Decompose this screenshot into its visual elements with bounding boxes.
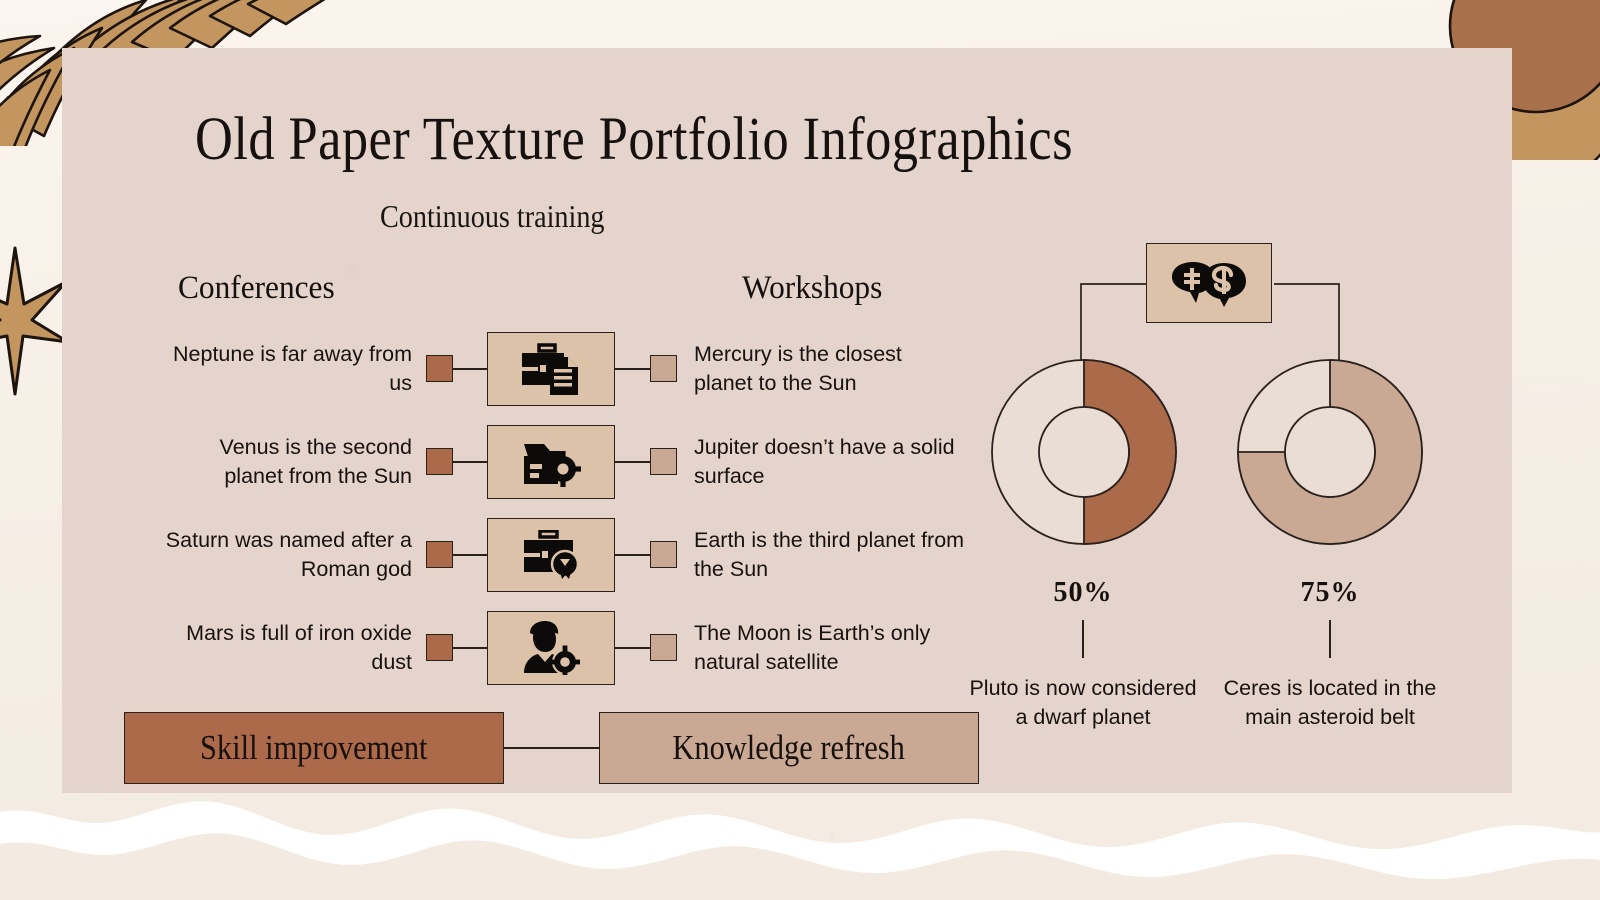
donut-tick-50 xyxy=(1082,620,1084,658)
row-icon-box[interactable] xyxy=(487,518,615,592)
folder-gear-icon xyxy=(524,444,581,487)
row-left-marker[interactable] xyxy=(426,355,453,382)
table-row: Venus is the second planet from the Sun xyxy=(0,425,1000,499)
row-right-marker[interactable] xyxy=(650,355,677,382)
speech-bubble-currency-icon xyxy=(1172,262,1246,307)
row-left-connector xyxy=(453,554,487,556)
donut-label-50: 50% xyxy=(1053,577,1113,608)
row-right-marker[interactable] xyxy=(650,634,677,661)
row-left-label: Neptune is far away from us xyxy=(173,342,412,395)
money-icon-box[interactable] xyxy=(1146,243,1272,323)
row-right-label: Earth is the third planet from the Sun xyxy=(694,528,965,581)
row-left-marker[interactable] xyxy=(426,448,453,475)
row-left-marker[interactable] xyxy=(426,541,453,568)
row-icon-box[interactable] xyxy=(487,425,615,499)
row-left-connector xyxy=(453,368,487,370)
column-heading-workshops: Workshops xyxy=(742,270,883,306)
torn-paper-edge xyxy=(0,782,1600,900)
donut-chart-50 xyxy=(990,358,1178,546)
page-title: Old Paper Texture Portfolio Infographics xyxy=(195,106,1073,173)
banner-left-label: Skill improvement xyxy=(200,728,428,767)
row-icon-box[interactable] xyxy=(487,332,615,406)
row-left-label: Saturn was named after a Roman god xyxy=(165,528,412,581)
column-heading-conferences: Conferences xyxy=(178,270,335,306)
row-left-label: Venus is the second planet from the Sun xyxy=(219,435,412,488)
banner-connector xyxy=(504,747,599,749)
donut-tick-75 xyxy=(1329,620,1331,658)
row-left-connector xyxy=(453,461,487,463)
row-right-label: Jupiter doesn’t have a solid surface xyxy=(694,435,955,488)
row-left-connector xyxy=(453,647,487,649)
row-right-connector xyxy=(615,368,650,370)
row-left-label: Mars is full of iron oxide dust xyxy=(186,621,412,674)
briefcase-document-icon xyxy=(522,343,578,395)
donut-chart-75 xyxy=(1236,358,1424,546)
table-row: Mars is full of iron oxide dust xyxy=(0,611,1000,685)
row-left-marker[interactable] xyxy=(426,634,453,661)
page-subtitle: Continuous training xyxy=(380,198,605,234)
donut-caption-75: Ceres is located in the main asteroid be… xyxy=(1223,676,1437,730)
banner-knowledge-refresh[interactable]: Knowledge refresh xyxy=(599,712,979,784)
row-right-connector xyxy=(615,554,650,556)
person-gear-icon xyxy=(524,621,580,675)
donut-caption-50: Pluto is now considered a dwarf planet xyxy=(969,676,1197,730)
row-icon-box[interactable] xyxy=(487,611,615,685)
banner-skill-improvement[interactable]: Skill improvement xyxy=(124,712,504,784)
banner-right-label: Knowledge refresh xyxy=(672,728,906,767)
briefcase-award-icon xyxy=(524,530,580,579)
row-right-marker[interactable] xyxy=(650,541,677,568)
row-right-label: Mercury is the closest planet to the Sun xyxy=(694,342,902,395)
table-row: Saturn was named after a Roman god Earth… xyxy=(0,518,1000,592)
row-right-connector xyxy=(615,461,650,463)
row-right-connector xyxy=(615,647,650,649)
row-right-label: The Moon is Earth’s only natural satelli… xyxy=(694,621,931,674)
donut-label-75: 75% xyxy=(1300,577,1360,608)
row-right-marker[interactable] xyxy=(650,448,677,475)
content-panel xyxy=(62,48,1512,793)
donut-bracket xyxy=(1080,283,1340,373)
table-row: Neptune is far away from us Mercury is t… xyxy=(0,332,1000,406)
